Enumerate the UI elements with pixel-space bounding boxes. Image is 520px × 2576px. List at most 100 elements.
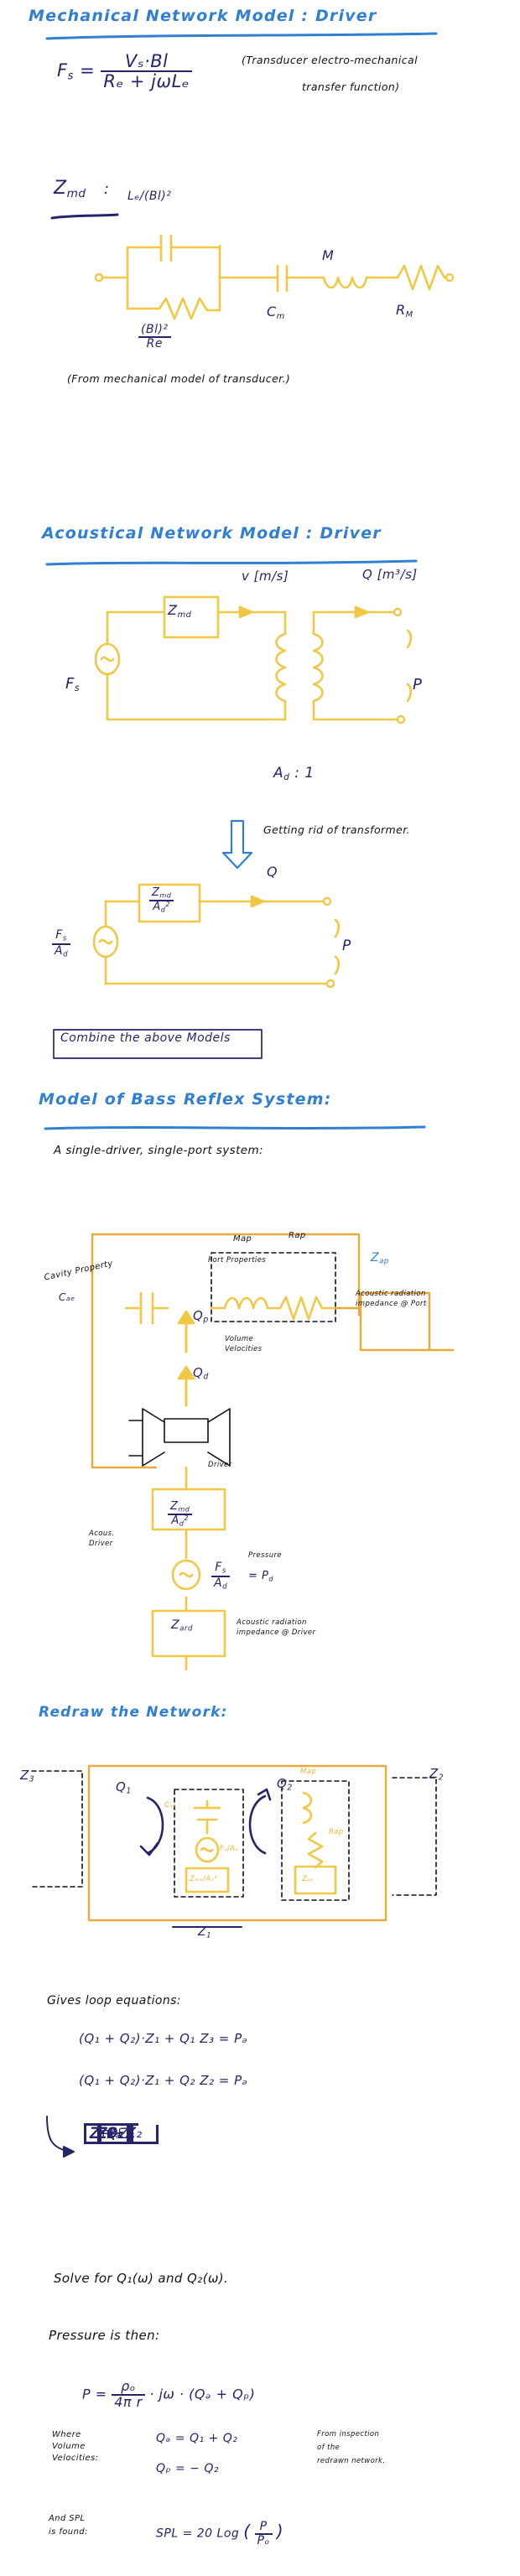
heading-underline-1 — [45, 32, 438, 40]
transformer-ratio-label: Ad : 1 — [273, 765, 315, 782]
mechanical-network-circuit — [94, 234, 455, 320]
section-heading-redraw: Redraw the Network: — [39, 1704, 228, 1721]
transducer-annotation-line1: (Transducer electro-mechanical — [242, 54, 418, 66]
zap-note-line1: Acoustic radiation — [356, 1290, 426, 1298]
z2-label: Z2 — [429, 1766, 445, 1783]
zard-label: Zard — [171, 1618, 193, 1633]
pressure-note-label: Pressure — [248, 1551, 283, 1560]
q-label-simplified: Q — [267, 864, 278, 880]
loop-equation-2: (Q₁ + Q₂)·Z₁ + Q₂ Z₂ = Pₔ — [79, 2073, 248, 2088]
zap-note-line2: impedance @ Port — [356, 1300, 427, 1308]
gives-loop-equations-text: Gives loop equations: — [47, 1994, 181, 2007]
spl-lead: SPL = 20 Log — [156, 2527, 240, 2541]
loop-equation-1: (Q₁ + Q₂)·Z₁ + Q₁ Z₃ = Pₔ — [79, 2031, 248, 2046]
fs-over-ad-label: Fs Ad — [52, 929, 71, 958]
pressure-eq-rest: · jω · (Qₔ + Qₚ) — [149, 2386, 256, 2402]
zap-label: Zap — [371, 1251, 389, 1266]
driver-label: Driver — [208, 1461, 232, 1469]
spl-po: Pₒ — [254, 2532, 273, 2547]
acoustical-network-circuit — [94, 595, 413, 724]
zard-block — [151, 1596, 226, 1671]
section-heading-mechanical: Mechanical Network Model : Driver — [29, 7, 377, 25]
solve-for-text: Solve for Q₁(ω) and Q₂(ω). — [54, 2271, 229, 2286]
force-equation: Fs = Vₛ·Bl Rₑ + jωLₑ — [57, 51, 193, 91]
rap-label: Rap — [289, 1231, 306, 1240]
from-inspection-line1: From inspection — [317, 2430, 380, 2438]
matrix-arrow — [46, 2116, 75, 2158]
fs-source-label: Fs — [65, 675, 81, 694]
zmd-ad2-box-label: Zmd Ad2 — [168, 1501, 193, 1527]
matrix-table: Z₁+Z₃ Z₁ Q₁ = Pₔ Z₁ Z₁+Z₂ Q₂ Pₔ — [84, 2123, 159, 2144]
volume-velocities-line1: Volume — [225, 1335, 254, 1343]
q2-label: Q2 — [277, 1776, 293, 1793]
acous-driver-line2: Driver — [89, 1540, 113, 1548]
pressure-fraction: ρₒ 4π r — [112, 2378, 145, 2410]
section-heading-acoustical: Acoustical Network Model : Driver — [42, 524, 382, 543]
combine-models-text: Combine the above Models — [60, 1031, 231, 1045]
and-spl-line2: is found: — [49, 2527, 88, 2537]
heading-underline-2 — [45, 559, 418, 566]
rho-o: ρₒ — [121, 2378, 136, 2394]
heading-underline-3 — [44, 1125, 426, 1130]
mass-label: M — [322, 247, 335, 263]
from-inspection-line2: of the — [317, 2444, 341, 2452]
four-pi-r: 4π r — [112, 2393, 145, 2410]
cm-label: Cm — [267, 304, 285, 321]
port-properties-label: Port Properties — [208, 1256, 267, 1265]
mechanical-model-caption: (From mechanical model of transducer.) — [67, 372, 291, 385]
inner-zmd-label: Zₘₔ/Aₔ² — [190, 1875, 218, 1883]
bass-reflex-diagram — [91, 1233, 455, 1591]
fs-symbol: Fs — [57, 60, 74, 83]
re-denominator: Re — [138, 335, 171, 351]
p-label-simplified: P — [342, 937, 351, 954]
equals-pd-label: = Pd — [248, 1570, 273, 1583]
qd-label: Qd — [193, 1365, 209, 1382]
zard-note-line2: impedance @ Driver — [237, 1628, 316, 1637]
redrawn-network-diagram — [31, 1764, 437, 1928]
fs-numerator: Vₛ·Bl — [124, 51, 169, 71]
transducer-annotation-line2: transfer function) — [302, 80, 400, 93]
qd-equation: Qₔ = Q₁ + Q₂ — [156, 2432, 238, 2445]
cab-label: Cₐₑ — [59, 1291, 75, 1303]
getting-rid-note: Getting rid of transformer. — [263, 823, 410, 836]
spl-equation: SPL = 20 Log ( P Pₒ ) — [156, 2520, 283, 2547]
pressure-label: P — [413, 676, 423, 693]
fs-denominator: Rₑ + jωLₑ — [101, 70, 193, 91]
spl-fraction: P Pₒ — [254, 2520, 273, 2547]
rm-label: RM — [396, 302, 413, 319]
pressure-is-then-text: Pressure is then: — [49, 2328, 160, 2343]
pressure-equation: P = ρₒ 4π r · jω · (Qₔ + Qₚ) — [82, 2378, 256, 2410]
bl2-numerator: (Bl)² — [141, 323, 169, 336]
volume-velocity-label: Q [m³/s] — [362, 567, 418, 582]
inner-rap-label: Rap — [329, 1828, 344, 1836]
volume-velocities-line2: Velocities — [225, 1345, 263, 1353]
and-spl-line1: And SPL — [49, 2514, 86, 2523]
getting-rid-arrow — [221, 819, 253, 870]
map-label: Map — [233, 1234, 252, 1244]
zmd-label: Zmd : — [54, 178, 110, 200]
where-label: Where — [52, 2430, 81, 2439]
bl2-over-re-label: (Bl)² Re — [138, 324, 171, 350]
matrix-rhs-1: Pₔ — [99, 2125, 133, 2144]
qp-label: Qp — [193, 1308, 209, 1325]
z1-label: Z1 — [198, 1925, 212, 1940]
spl-close: ) — [276, 2521, 283, 2542]
le-over-bl2-label: Lₑ/(Bl)² — [127, 190, 172, 203]
bass-reflex-subtitle: A single-driver, single-port system: — [54, 1144, 263, 1157]
combine-box-frame — [53, 1029, 263, 1059]
volume-label: Volume — [52, 2442, 86, 2451]
zmd-over-ad2-label: Zmd Ad2 — [149, 887, 174, 913]
matrix-equation: Z₁+Z₃ Z₁ Q₁ = Pₔ Z₁ Z₁+Z₂ Q₂ Pₔ — [84, 2123, 159, 2144]
acous-driver-line1: Acous. — [89, 1530, 115, 1538]
z3-label: Z3 — [20, 1768, 35, 1784]
velocity-label: v [m/s] — [242, 569, 289, 584]
velocities-label: Velocities: — [52, 2454, 99, 2463]
zmd-box-label: Zmd — [168, 602, 192, 620]
inner-map-label: Map — [300, 1768, 317, 1776]
equals-sign: = — [80, 60, 96, 81]
simplified-acoustical-circuit — [92, 883, 341, 989]
zard-note-line1: Acoustic radiation — [237, 1618, 307, 1627]
inner-zap-label: Zₐₚ — [302, 1875, 314, 1883]
spl-p: P — [259, 2520, 268, 2533]
